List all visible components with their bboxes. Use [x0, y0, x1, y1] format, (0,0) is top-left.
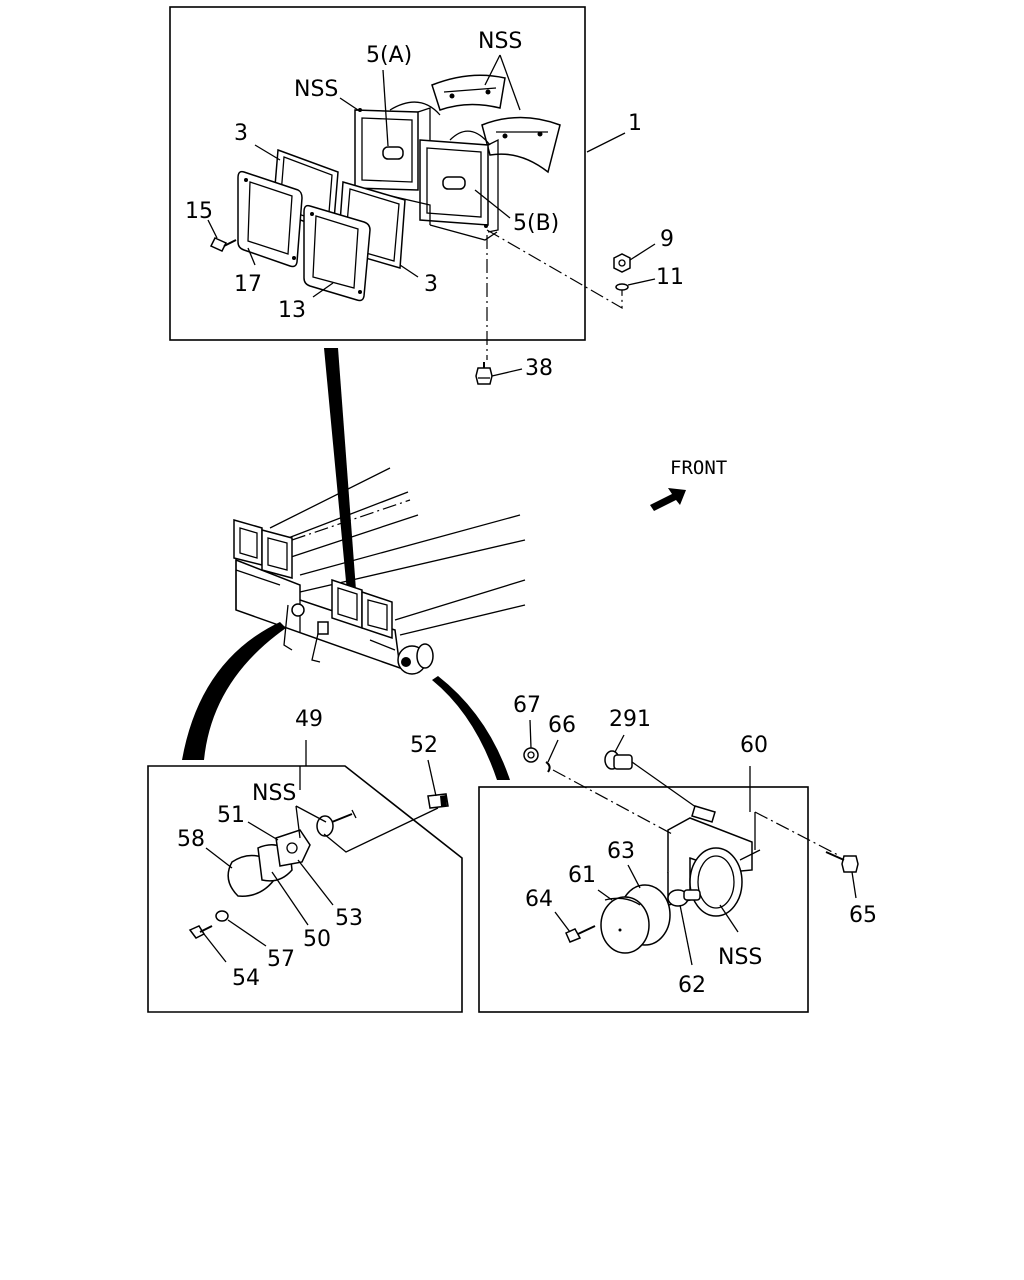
- backup-lamp-leaders: [529, 719, 857, 966]
- label-50: 50: [303, 927, 331, 952]
- top-leader-lines: [207, 54, 656, 377]
- label-54: 54: [232, 966, 260, 991]
- label-nss-top-right: NSS: [478, 29, 522, 54]
- label-62: 62: [678, 973, 706, 998]
- label-52: 52: [410, 733, 438, 758]
- label-57: 57: [267, 947, 295, 972]
- label-15: 15: [185, 199, 213, 224]
- label-66: 66: [548, 713, 576, 738]
- backup-lamp-box: [478, 786, 809, 1013]
- label-60: 60: [740, 733, 768, 758]
- label-53: 53: [335, 906, 363, 931]
- label-13: 13: [278, 298, 306, 323]
- label-51: 51: [217, 803, 245, 828]
- label-nss-top-left: NSS: [294, 77, 338, 102]
- label-11: 11: [656, 265, 684, 290]
- label-67: 67: [513, 693, 541, 718]
- label-64: 64: [525, 887, 553, 912]
- license-lamp-parts: [188, 793, 449, 939]
- label-17: 17: [234, 272, 262, 297]
- label-3-bottom: 3: [424, 272, 438, 297]
- lamp-housing: [354, 101, 499, 241]
- pointer-arcs-bottom: [182, 622, 510, 780]
- label-63: 63: [607, 839, 635, 864]
- label-38: 38: [525, 356, 553, 381]
- screw-15: [209, 237, 237, 252]
- lamp-cover-pieces: [431, 74, 561, 174]
- top-assembly-box: [169, 6, 586, 341]
- nut-and-washer: [613, 253, 631, 291]
- label-65: 65: [849, 903, 877, 928]
- label-58: 58: [177, 827, 205, 852]
- label-nss-left-box: NSS: [252, 781, 296, 806]
- label-5b: 5(B): [513, 211, 559, 236]
- label-3-top: 3: [234, 121, 248, 146]
- truck-rear-frame: [233, 467, 526, 675]
- label-nss-right-box: NSS: [718, 945, 762, 970]
- label-1: 1: [628, 111, 642, 136]
- front-arrow: [650, 488, 686, 511]
- label-front: FRONT: [670, 457, 727, 479]
- label-9: 9: [660, 227, 674, 252]
- bolt-38: [475, 362, 493, 385]
- label-49: 49: [295, 707, 323, 732]
- part-labels: NSS 5(A) NSS 1 3 15 5(B) 9 11 17 3 13 38…: [177, 29, 877, 998]
- pointer-arc-top: [324, 348, 356, 592]
- license-lamp-leaders: [203, 740, 437, 963]
- license-lamp-box: [147, 765, 463, 1013]
- label-5a: 5(A): [366, 43, 412, 68]
- label-61: 61: [568, 863, 596, 888]
- lamp-lenses: [237, 170, 371, 302]
- label-291: 291: [609, 707, 651, 732]
